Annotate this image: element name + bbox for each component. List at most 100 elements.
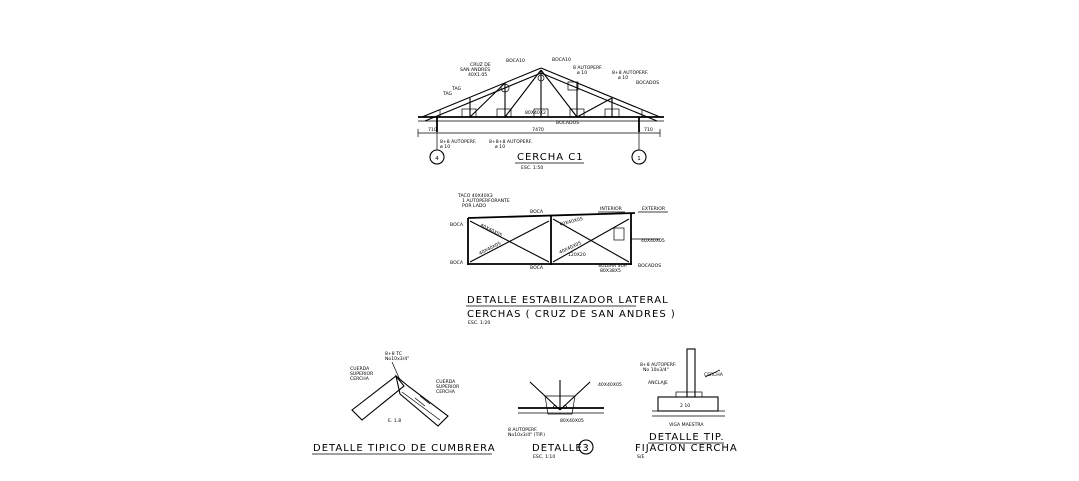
ridge-detail: 8+8 TC No10x3/4" CUERDA SUPERIOR CERCHA … xyxy=(312,351,496,455)
x-brace xyxy=(469,220,550,263)
gusset-plate xyxy=(604,108,620,118)
ridge-label: CERCHA xyxy=(350,376,370,382)
truss-label: BOCA10 xyxy=(506,58,525,64)
lateral-title-line1: DETALLE ESTABILIZADOR LATERAL xyxy=(467,295,669,306)
fix-label: 8+8 AUTOPERF. xyxy=(640,362,676,368)
lateral-title-line2: CERCHAS ( CRUZ DE SAN ANDRES ) xyxy=(467,309,676,320)
truss-label: 8+8 AUTOPERF. xyxy=(612,70,648,76)
ridge-left-chord xyxy=(351,375,405,421)
gusset xyxy=(544,395,576,415)
gusset-plate xyxy=(461,108,477,118)
d3-number-bubble xyxy=(578,439,594,455)
lateral-label: BOCA xyxy=(450,222,464,228)
taco-block xyxy=(613,227,625,241)
lateral-label: 120X20 xyxy=(568,252,586,258)
fix-label: 2 10 xyxy=(680,403,690,409)
lateral-label: 1 AUTOPERFORANTE xyxy=(462,198,510,204)
ridge-hatch xyxy=(419,395,431,405)
leader xyxy=(704,369,721,378)
axis-label-left: 4 xyxy=(435,156,439,162)
ridge-label: SUPERIOR xyxy=(436,384,460,390)
top-chord-right-inner xyxy=(540,72,658,122)
truss-label: 8+8+8 AUTOPERF. xyxy=(489,139,532,145)
d3-label: No10x3/4" (TIP.) xyxy=(508,432,545,438)
fix-scale: S/E xyxy=(637,454,644,460)
lateral-label: INTERIOR xyxy=(600,206,623,212)
d3-scale: ESC. 1:10 xyxy=(533,454,555,460)
ridge-label: CUERDA xyxy=(350,366,370,372)
gusset-plate xyxy=(496,108,512,118)
lateral-label: 80X38X5 xyxy=(600,268,621,274)
lateral-label: POR LADO xyxy=(462,203,486,209)
ridge-hatch xyxy=(414,397,426,407)
ridge-label: No10x3/4" xyxy=(385,356,409,362)
d3-label: 8 AUTOPERF. xyxy=(508,427,538,433)
lateral-label: BOCADOS xyxy=(638,263,661,269)
top-chord-right xyxy=(540,67,661,118)
truss-label: ø 10 xyxy=(495,144,505,150)
truss-label: BOCA10 xyxy=(552,57,571,63)
lateral-label: BOCA xyxy=(530,209,544,215)
truss-title: CERCHA C1 xyxy=(517,152,584,163)
d3-label: 80X40X05 xyxy=(560,418,584,424)
truss-label: BOCADOS xyxy=(556,120,579,126)
bolt xyxy=(563,405,567,409)
truss-label: ø 10 xyxy=(618,75,628,81)
truss-label: TAG xyxy=(451,86,462,92)
detail-marker-circle xyxy=(500,83,510,93)
x-brace xyxy=(552,218,630,263)
gusset-plate xyxy=(533,108,549,118)
dim-span: 7470 xyxy=(532,127,544,133)
web xyxy=(576,97,613,118)
fix-label: VIGA MAESTRA xyxy=(669,422,704,428)
ridge-label: SUPERIOR xyxy=(350,371,374,377)
ridge-label: 8+8 TC xyxy=(385,351,402,357)
top-chord-left xyxy=(421,67,542,118)
truss-label: CRUZ DE xyxy=(470,62,491,68)
leader xyxy=(391,361,401,381)
ridge-right-chord xyxy=(395,374,449,427)
fix-label: CERCHA xyxy=(704,372,724,378)
ridge-label: E. 1.8 xyxy=(388,418,401,424)
fix-label: No 10x3/4" xyxy=(643,367,669,373)
d3-label: 40X40X05 xyxy=(598,382,622,388)
lateral-label: 40X40X05 xyxy=(559,216,584,228)
d3-title: DETALLE xyxy=(532,443,583,454)
detail-3: 40X40X05 80X40X05 8 AUTOPERF. No10x3/4" … xyxy=(508,380,622,460)
truss-scale: ESC. 1:50 xyxy=(521,165,543,171)
lateral-label: 40X40X05 xyxy=(641,238,665,244)
d3-number: 3 xyxy=(582,443,589,454)
gusset-plate xyxy=(567,81,579,91)
lateral-bracing-detail: TACO 40X40X3 1 AUTOPERFORANTE POR LADO I… xyxy=(450,193,676,326)
lateral-label: BOCA xyxy=(450,260,464,266)
truss-post xyxy=(686,348,696,398)
lateral-label: BOCA xyxy=(530,265,544,271)
web xyxy=(504,69,542,118)
fix-label: ANCLAJE xyxy=(648,380,668,386)
lateral-label: SOLERA SUP. xyxy=(598,263,627,269)
bolt xyxy=(553,405,557,409)
lateral-label: 40X40X05 xyxy=(478,241,502,257)
top-chord-left-inner xyxy=(424,72,542,122)
truss-label: 8+8 AUTOPERF. xyxy=(440,139,476,145)
angle-clip xyxy=(675,391,703,398)
fix-title-line2: FIJACION CERCHA xyxy=(635,443,738,454)
top-member xyxy=(467,212,636,219)
detail-marker-circle xyxy=(537,74,545,82)
truss-label: ø 10 xyxy=(440,144,450,150)
truss-label: 40X1.05 xyxy=(468,72,487,78)
lateral-scale: ESC. 1:20 xyxy=(468,320,490,326)
axis-label-right: 1 xyxy=(637,156,641,162)
truss-label: BOCADOS xyxy=(636,80,659,86)
fix-title-line1: DETALLE TIP. xyxy=(649,432,725,443)
lateral-label: TACO 40X40X3 xyxy=(457,193,493,199)
truss-label: TAG xyxy=(442,91,453,97)
truss-fixing-detail: 8+8 AUTOPERF. No 10x3/4" CERCHA ANCLAJE … xyxy=(635,348,738,460)
dim-right: 710 xyxy=(644,127,653,133)
lateral-label: EXTERIOR xyxy=(642,206,666,212)
ridge-title: DETALLE TIPICO DE CUMBRERA xyxy=(313,443,496,454)
gusset-plate xyxy=(569,108,585,118)
truss-elevation: 4 1 710 7470 710 CRUZ DE SAN ANDRES 40X1… xyxy=(417,57,664,171)
lateral-label: 40X40X05 xyxy=(479,222,503,238)
dim-left: 710 xyxy=(428,127,437,133)
